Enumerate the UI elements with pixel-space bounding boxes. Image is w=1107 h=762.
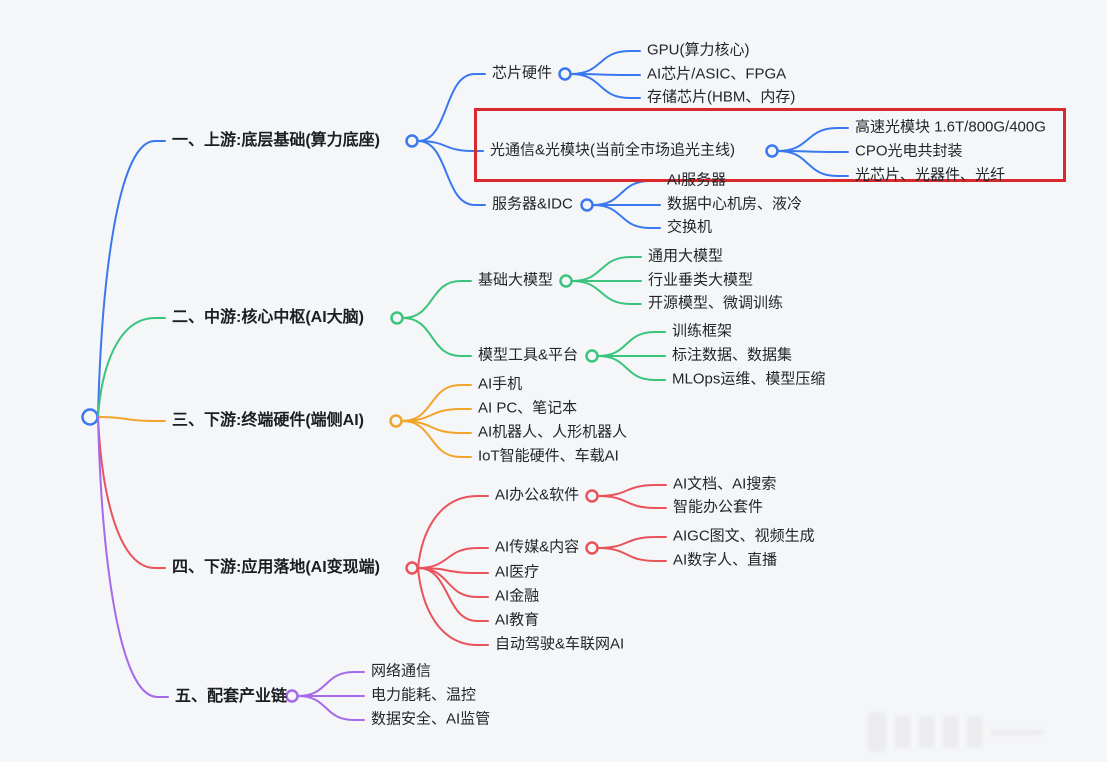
branch-label[interactable]: 一、上游:底层基础(算力底座) bbox=[172, 132, 380, 150]
edge bbox=[597, 355, 666, 381]
node-label[interactable]: AI机器人、人形机器人 bbox=[478, 423, 628, 441]
connector-circle[interactable] bbox=[559, 274, 573, 288]
node-label[interactable]: AI文档、AI搜索 bbox=[673, 475, 777, 493]
node-label[interactable]: 训练框架 bbox=[672, 322, 733, 340]
edge bbox=[297, 695, 365, 721]
node-label[interactable]: AI传媒&内容 bbox=[495, 538, 580, 556]
edge bbox=[401, 384, 472, 422]
node-label[interactable]: AIGC图文、视频生成 bbox=[673, 527, 815, 545]
node-label[interactable]: 开源模型、微调训练 bbox=[648, 294, 784, 312]
edge bbox=[597, 495, 667, 509]
node-label[interactable]: 数据中心机房、液冷 bbox=[667, 195, 803, 213]
branch-label[interactable]: 二、中游:核心中枢(AI大脑) bbox=[172, 309, 364, 327]
connector-circle[interactable] bbox=[580, 198, 594, 212]
edge bbox=[402, 280, 472, 319]
node-label[interactable]: AI数字人、直播 bbox=[673, 551, 778, 569]
node-label[interactable]: 自动驾驶&车联网AI bbox=[495, 635, 625, 653]
node-label[interactable]: 智能办公套件 bbox=[673, 498, 764, 516]
node-label[interactable]: 光芯片、光器件、光纤 bbox=[855, 166, 1006, 184]
node-label[interactable]: MLOps运维、模型压缩 bbox=[672, 370, 826, 388]
connector-circle[interactable] bbox=[585, 349, 599, 363]
edge bbox=[592, 180, 661, 206]
node-label[interactable]: 存储芯片(HBM、内存) bbox=[647, 88, 796, 106]
node-label[interactable]: AI芯片/ASIC、FPGA bbox=[647, 65, 787, 83]
edge bbox=[570, 73, 641, 99]
edge bbox=[97, 317, 166, 418]
edge bbox=[417, 567, 489, 646]
edge bbox=[571, 280, 642, 305]
edge bbox=[417, 567, 489, 622]
connector-circle[interactable] bbox=[558, 67, 572, 81]
connector-circle[interactable] bbox=[390, 311, 404, 325]
highlight-box bbox=[474, 108, 1066, 182]
edge bbox=[597, 536, 667, 549]
node-label[interactable]: AI办公&软件 bbox=[495, 486, 580, 504]
connector-circle[interactable] bbox=[585, 489, 599, 503]
edge bbox=[417, 547, 489, 569]
node-label[interactable]: 高速光模块 1.6T/800G/400G bbox=[855, 118, 1046, 136]
node-label[interactable]: 网络通信 bbox=[371, 662, 432, 680]
node-label[interactable]: 通用大模型 bbox=[648, 247, 724, 265]
node-label[interactable]: 芯片硬件 bbox=[492, 64, 553, 82]
edge bbox=[597, 547, 667, 562]
node-label[interactable]: 电力能耗、温控 bbox=[371, 686, 477, 704]
node-label[interactable]: AI手机 bbox=[478, 375, 523, 393]
edge bbox=[401, 420, 472, 458]
connector-circle[interactable] bbox=[389, 414, 403, 428]
branch-label[interactable]: 三、下游:终端硬件(端侧AI) bbox=[172, 412, 364, 430]
edge bbox=[570, 50, 641, 75]
edge bbox=[592, 204, 661, 229]
node-label[interactable]: 基础大模型 bbox=[478, 271, 554, 289]
node-label[interactable]: 数据安全、AI监管 bbox=[371, 710, 491, 728]
node-label[interactable]: CPO光电共封装 bbox=[855, 142, 963, 160]
connector-circle[interactable] bbox=[585, 541, 599, 555]
edge bbox=[777, 150, 849, 177]
edge bbox=[402, 317, 472, 357]
node-label[interactable]: 模型工具&平台 bbox=[478, 346, 579, 364]
edge bbox=[97, 416, 166, 422]
node-label[interactable]: AI教育 bbox=[495, 611, 540, 629]
node-label[interactable]: 交换机 bbox=[667, 218, 713, 236]
node-label[interactable]: AI PC、笔记本 bbox=[478, 399, 578, 417]
connector-circle[interactable] bbox=[405, 561, 419, 575]
edge bbox=[571, 256, 642, 282]
edge bbox=[597, 331, 666, 357]
node-label[interactable]: AI服务器 bbox=[667, 171, 727, 189]
branch-label[interactable]: 五、配套产业链 bbox=[175, 688, 288, 706]
node-label[interactable]: 光通信&光模块(当前全市场追光主线) bbox=[490, 141, 735, 159]
root-node[interactable] bbox=[81, 408, 99, 426]
edge bbox=[97, 416, 169, 698]
edge bbox=[97, 140, 166, 418]
edge bbox=[297, 671, 365, 697]
edge bbox=[417, 140, 486, 206]
edge bbox=[417, 140, 484, 152]
connector-circle[interactable] bbox=[405, 134, 419, 148]
connector-circle[interactable] bbox=[285, 689, 299, 703]
node-label[interactable]: GPU(算力核心) bbox=[647, 41, 750, 59]
node-label[interactable]: AI医疗 bbox=[495, 563, 540, 581]
branch-label[interactable]: 四、下游:应用落地(AI变现端) bbox=[172, 559, 380, 577]
edge bbox=[417, 495, 489, 569]
node-label[interactable]: IoT智能硬件、车载AI bbox=[478, 447, 619, 465]
node-label[interactable]: AI金融 bbox=[495, 587, 540, 605]
edge bbox=[97, 416, 166, 569]
edge bbox=[597, 484, 667, 497]
edge bbox=[417, 73, 486, 142]
node-label[interactable]: 标注数据、数据集 bbox=[672, 346, 793, 364]
node-label[interactable]: 服务器&IDC bbox=[492, 195, 573, 213]
node-label[interactable]: 行业垂类大模型 bbox=[648, 271, 754, 289]
